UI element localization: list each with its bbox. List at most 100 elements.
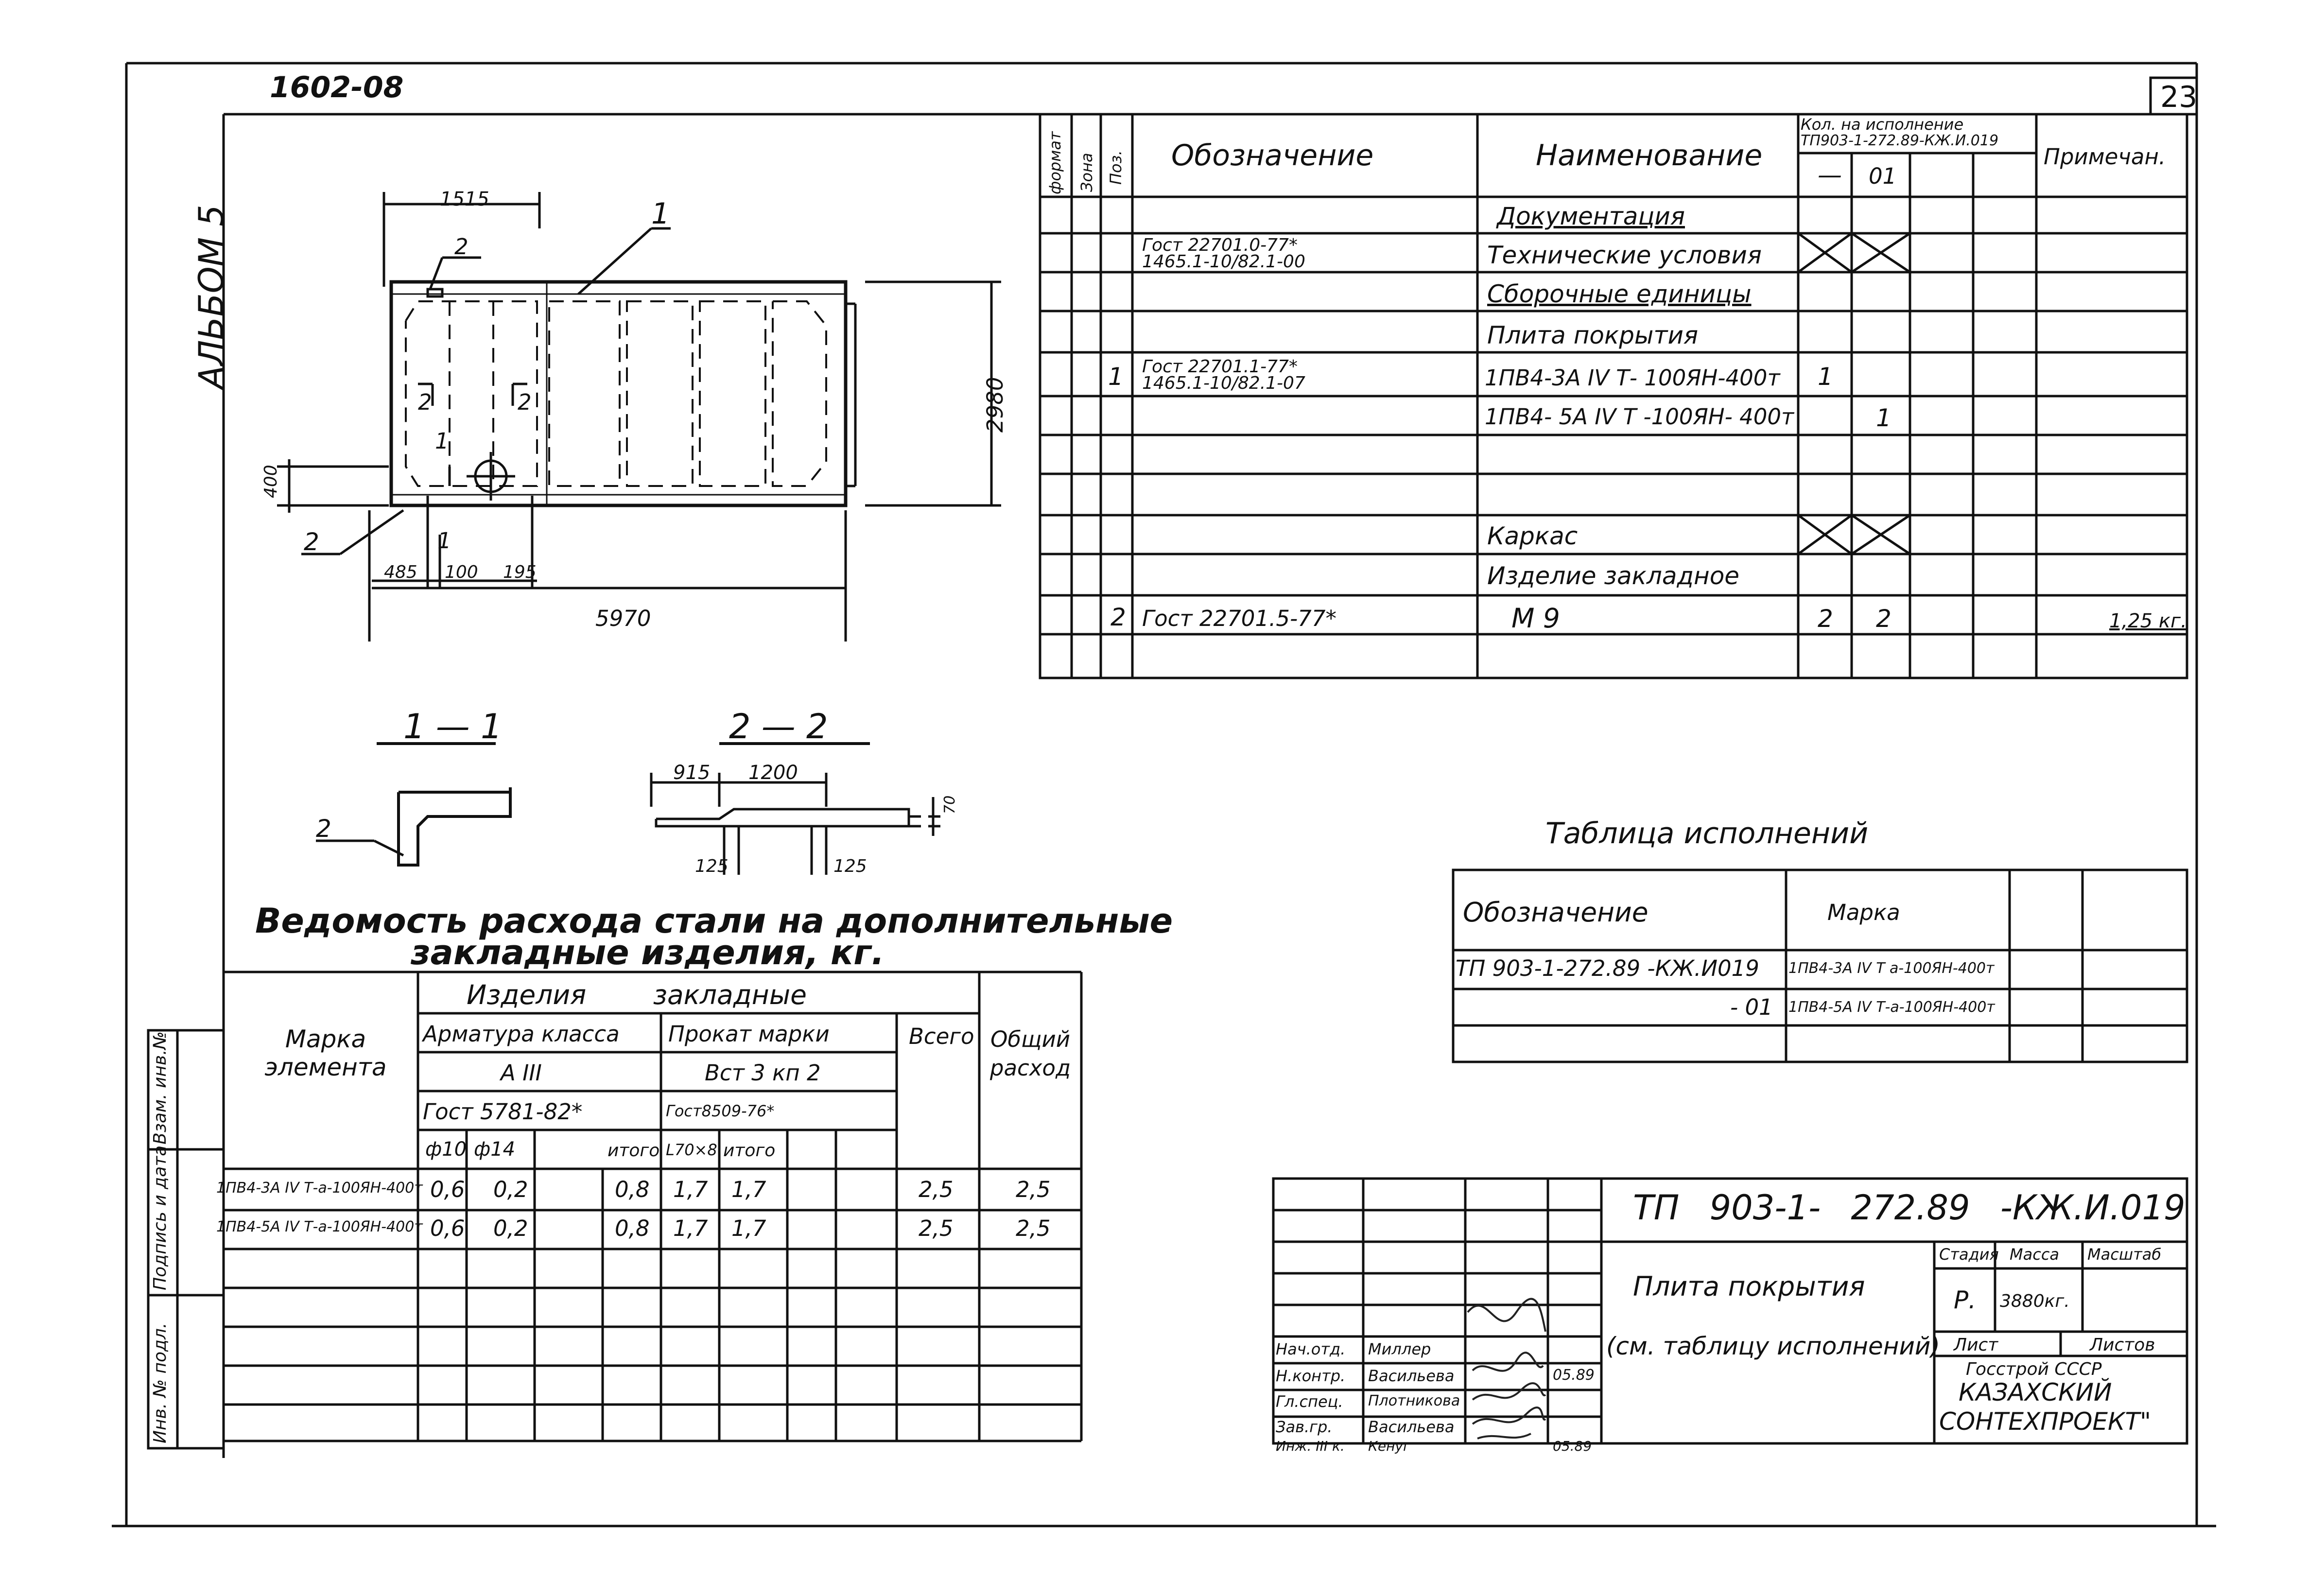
steel-title-line2: закладные изделия, кг. — [411, 933, 885, 972]
signer-role: Нач.отд. — [1276, 1340, 1346, 1358]
steel-col-grand: Общий расход — [989, 1026, 1071, 1081]
steel-prokat-mark: Вст 3 кп 2 — [705, 1060, 821, 1086]
steel-row-d14: 0,2 — [493, 1215, 528, 1241]
steel-row-angle: 1,7 — [673, 1177, 708, 1202]
spec-header-name: Наименование — [1536, 139, 1763, 173]
spec-header-note: Примечан. — [2044, 144, 2166, 170]
spec-row-name: 1ПВ4- 5А IV Т -100ЯН- 400т — [1485, 404, 1794, 430]
steel-row-d10: 0,6 — [430, 1177, 465, 1202]
spec-row-name: Документация — [1497, 202, 1685, 230]
spec-header-qty-col1: — — [1818, 161, 1842, 189]
signer-role: Гл.спец. — [1276, 1392, 1343, 1411]
exec-col-designation: Обозначение — [1463, 897, 1649, 928]
spec-row-name: 1ПВ4-3А IV Т- 100ЯН-400т — [1485, 365, 1780, 391]
dim-195: 195 — [503, 562, 537, 582]
spec-header-qty-title: Кол. на исполнение — [1801, 115, 1964, 134]
title-block-sheets-label: Листов — [2090, 1335, 2155, 1355]
spec-row-q1: 2 — [1818, 605, 1833, 633]
dim-70: 70 — [941, 795, 958, 814]
spec-header-pos: Поз. — [1107, 150, 1125, 185]
spec-row-q1: 1 — [1818, 363, 1833, 391]
side-stamp-vzam: Взам. инв.№ — [150, 1031, 170, 1145]
side-stamp-sign-date: Подпись и дата — [150, 1145, 170, 1290]
spec-row-name: Плита покрытия — [1487, 321, 1699, 349]
steel-armature: Арматура класса — [423, 1021, 620, 1047]
spec-header-qty-code: ТП903-1-272.89-КЖ.И.019 — [1801, 132, 1999, 149]
signer-role: Инж. III к. — [1276, 1438, 1345, 1454]
spec-row-q2: 2 — [1876, 605, 1892, 633]
steel-armature-gost: Гост 5781-82* — [423, 1099, 583, 1125]
callout-2: 2 — [304, 528, 319, 556]
exec-row-designation: ТП 903-1-272.89 -КЖ.И019 — [1456, 955, 1759, 981]
spec-header-designation: Обозначение — [1171, 139, 1374, 173]
exec-row-mark: 1ПВ4-5А IV Т-а-100ЯН-400т — [1788, 999, 1995, 1016]
dim-915: 915 — [673, 762, 711, 784]
steel-group: Изделия закладные — [467, 979, 807, 1010]
section-mark: 2 — [518, 389, 532, 415]
spec-row-designation: Гост 22701.5-77* — [1142, 606, 1336, 631]
steel-row-d14: 0,2 — [493, 1177, 528, 1202]
exec-table-title: Таблица исполнений — [1545, 816, 1869, 850]
dim-125: 125 — [695, 856, 729, 876]
steel-row-grand: 2,5 — [1016, 1215, 1051, 1241]
section-mark: 1 — [435, 428, 449, 454]
steel-row-grand: 2,5 — [1016, 1177, 1051, 1202]
spec-row-pos: 2 — [1111, 603, 1126, 631]
spec-row-name: Изделие закладное — [1487, 562, 1740, 590]
signer-name: Плотникова — [1368, 1392, 1460, 1409]
steel-row-sum1: 0,8 — [615, 1177, 650, 1202]
section-1-1-callout: 2 — [316, 815, 331, 843]
section-1-1-title: 1 — 1 — [403, 707, 503, 746]
steel-row-d10: 0,6 — [430, 1215, 465, 1241]
title-block-stage-label: Стадия — [1939, 1245, 1999, 1264]
spec-row-name: Сборочные единицы — [1487, 280, 1752, 308]
exec-col-mark: Марка — [1827, 900, 1900, 925]
steel-row-mark: 1ПВ4-5А IV Т-а-100ЯН-400т — [216, 1218, 423, 1235]
spec-row-designation: Гост 22701.0-77* 1465.1-10/82.1-00 — [1142, 235, 1305, 272]
steel-prokat: Прокат марки — [668, 1021, 830, 1047]
sheet-code-top: 1602-08 — [270, 70, 404, 104]
page-number: 23 — [2160, 80, 2198, 114]
spec-row-designation: Гост 22701.1-77* 1465.1-10/82.1-07 — [1142, 357, 1305, 394]
signer-name: Васильева — [1368, 1418, 1455, 1436]
steel-row-mark: 1ПВ4-3А IV Т-а-100ЯН-400т — [216, 1180, 423, 1197]
signer-name: Васильева — [1368, 1367, 1455, 1385]
steel-row-angle: 1,7 — [673, 1215, 708, 1241]
section-2-2-title: 2 — 2 — [729, 707, 828, 746]
steel-row-sum1: 0,8 — [615, 1215, 650, 1241]
signer-role: Зав.гр. — [1276, 1418, 1333, 1436]
signer-name: Кенуг — [1368, 1438, 1410, 1454]
steel-prokat-gost: Гост8509-76* — [666, 1102, 775, 1120]
signer-date: 05.89 — [1553, 1367, 1595, 1384]
title-block-mass-label: Масса — [2010, 1245, 2060, 1264]
callout-1: 1 — [651, 197, 670, 231]
section-mark: 2 — [418, 389, 432, 415]
steel-row-total: 2,5 — [919, 1215, 954, 1241]
dim-485: 485 — [384, 562, 417, 582]
section-mark: 1 — [437, 528, 451, 554]
steel-col-mark: Марка элемента — [264, 1025, 387, 1081]
steel-armature-class: А III — [501, 1060, 542, 1086]
title-block-org-line2: КАЗАХСКИЙ — [1959, 1378, 2112, 1406]
spec-row-pos: 1 — [1108, 363, 1124, 391]
spec-header-qty-col2: 01 — [1869, 163, 1897, 189]
steel-col-d10: ф10 — [425, 1138, 467, 1161]
title-block-scale-label: Масштаб — [2087, 1245, 2162, 1264]
steel-col-itogo2: итого — [723, 1141, 776, 1161]
dim-100: 100 — [445, 562, 478, 582]
spec-row-note: 1,25 кг. — [2109, 610, 2187, 632]
title-block-mass: 3880кг. — [2000, 1291, 2070, 1311]
spec-row-name: Каркас — [1487, 522, 1578, 550]
signer-date: 05.89 — [1553, 1438, 1592, 1454]
dim-1200: 1200 — [748, 762, 798, 784]
steel-col-d14: ф14 — [474, 1138, 516, 1161]
dim-1515: 1515 — [440, 188, 489, 210]
spec-header-format: формат — [1046, 131, 1064, 194]
title-block-org-line1: Госстрой СССР — [1966, 1359, 2102, 1379]
side-stamp-inv-podl: Инв. № подл. — [150, 1322, 170, 1443]
spec-row-q2: 1 — [1876, 404, 1892, 432]
title-block-code: ТП 903-1- 272.89 -КЖ.И.019 — [1633, 1188, 2186, 1228]
spec-row-name: Технические условия — [1487, 241, 1762, 269]
steel-title-line1: Ведомость расхода стали на дополнительны… — [255, 901, 1173, 941]
dim-2980: 2980 — [982, 377, 1008, 433]
